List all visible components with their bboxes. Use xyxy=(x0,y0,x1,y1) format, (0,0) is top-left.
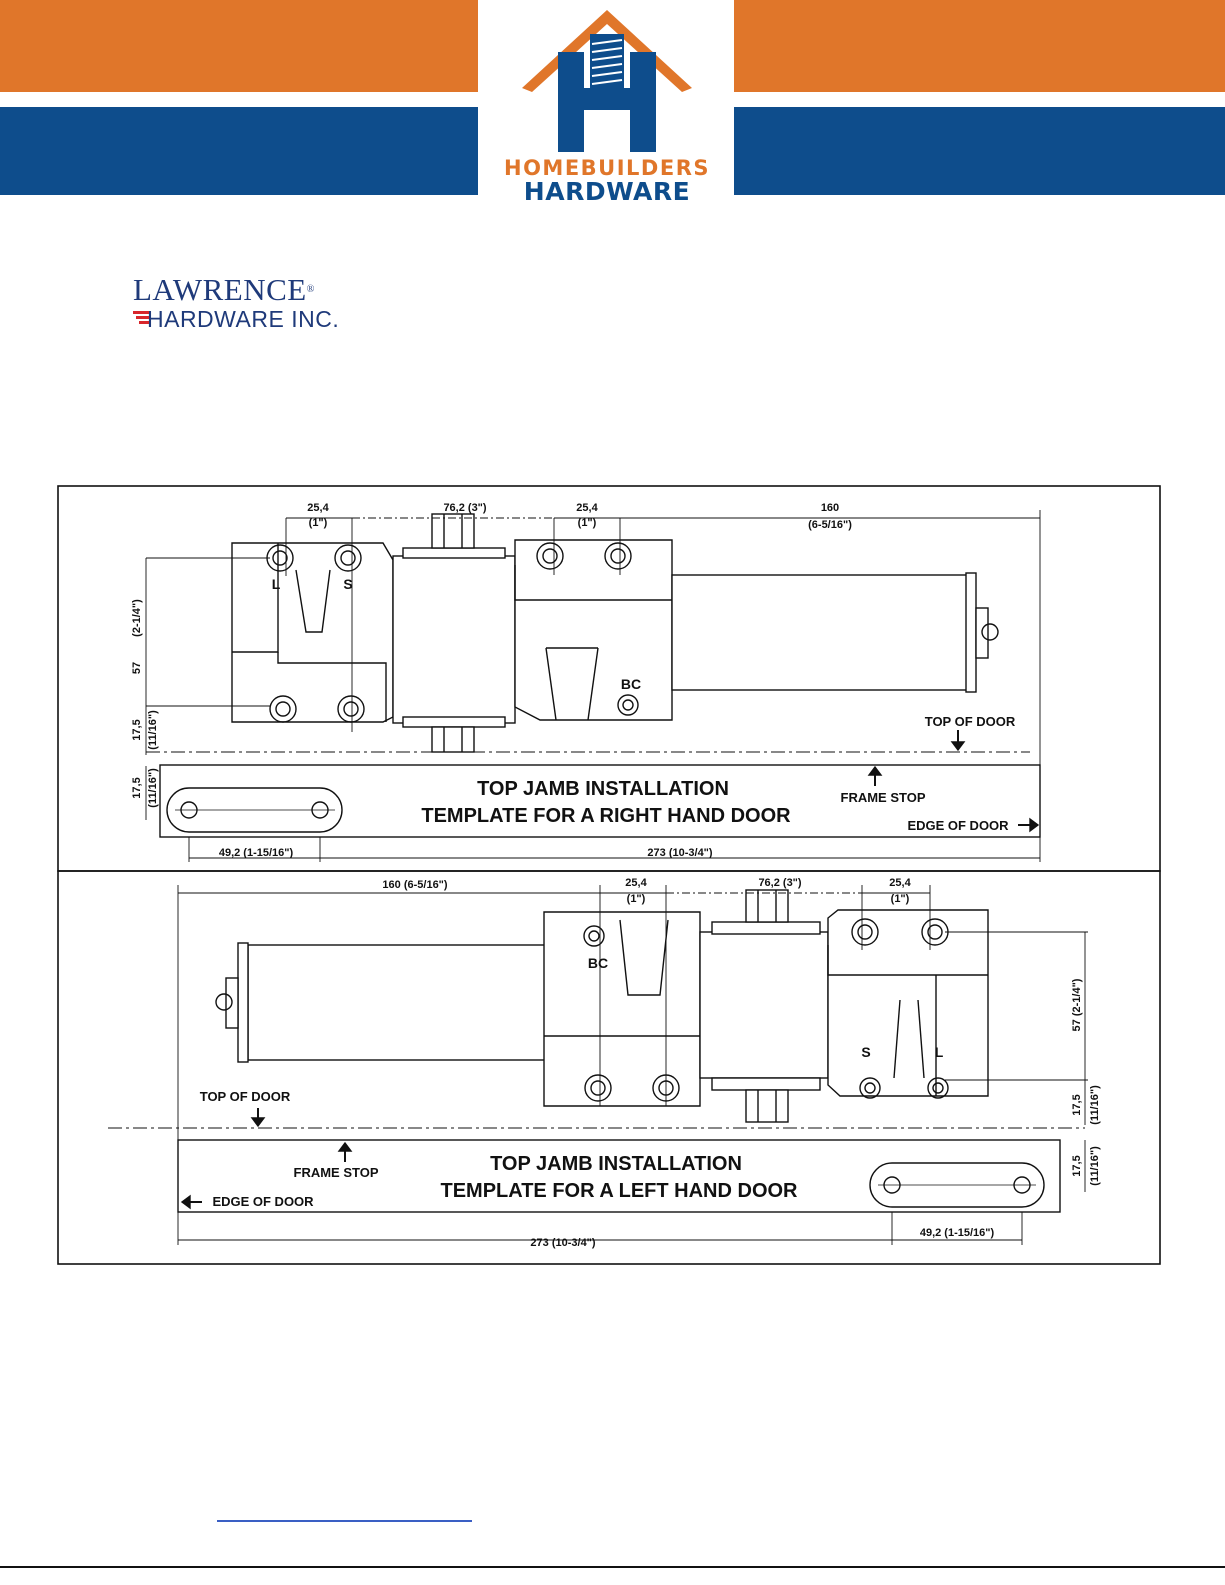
footer-divider xyxy=(0,1566,1225,1568)
homebuilders-logo[interactable]: HOMEBUILDERS HARDWARE xyxy=(480,0,734,206)
lh-dim-25-4-a: 25,4 xyxy=(625,877,647,889)
rh-edge-of-door: EDGE OF DOOR xyxy=(907,818,1009,833)
rh-title-line1: TOP JAMB INSTALLATION xyxy=(477,778,729,800)
lh-label-S: S xyxy=(861,1044,870,1060)
lh-dim-1in-a: (1") xyxy=(627,893,646,905)
rh-dim-160: 160 xyxy=(821,502,839,514)
header-blue-band-right xyxy=(734,107,1225,195)
house-logo-icon xyxy=(522,10,692,152)
header-orange-band-right xyxy=(734,0,1225,92)
rh-dim-1in-a: (1") xyxy=(309,517,328,529)
footer-link-underline[interactable] xyxy=(217,1520,472,1522)
rh-dim-273: 273 (10-3/4") xyxy=(647,847,712,859)
lh-title-line2: TEMPLATE FOR A LEFT HAND DOOR xyxy=(440,1180,798,1202)
brand-line1: HOMEBUILDERS xyxy=(504,156,710,180)
lh-frame-stop: FRAME STOP xyxy=(294,1165,379,1180)
lh-dim-1in-b: (1") xyxy=(891,893,910,905)
rh-dim-76-2: 76,2 (3") xyxy=(443,502,486,514)
manufacturer-name: LAWRENCE xyxy=(133,272,307,307)
brand-line2: HARDWARE xyxy=(523,177,691,206)
left-closer-body xyxy=(108,885,1088,1245)
header-orange-band-left xyxy=(0,0,478,92)
rh-title-line2: TEMPLATE FOR A RIGHT HAND DOOR xyxy=(421,805,791,827)
lh-dim-11-16-b: (11/16") xyxy=(1089,1146,1101,1186)
lh-dim-160: 160 (6-5/16") xyxy=(382,879,447,891)
left-template-frame xyxy=(57,870,1161,1265)
rh-dim-11-16-b: (11/16") xyxy=(147,768,159,808)
rh-dim-6-5-16: (6-5/16") xyxy=(808,519,852,531)
header-blue-band-left xyxy=(0,107,478,195)
lh-dim-17-5-a: 17,5 xyxy=(1071,1094,1083,1115)
rh-dim-49-2: 49,2 (1-15/16") xyxy=(219,847,294,859)
lh-label-BC: BC xyxy=(588,955,608,971)
rh-dim-57: 57 xyxy=(131,662,143,674)
rh-dim-25-4-a: 25,4 xyxy=(307,502,329,514)
right-closer-body xyxy=(145,510,1041,862)
lh-dim-49-2: 49,2 (1-15/16") xyxy=(920,1227,995,1239)
rh-dim-2-1-4: (2-1/4") xyxy=(131,599,143,637)
rh-top-of-door: TOP OF DOOR xyxy=(925,714,1016,729)
lh-dim-11-16-a: (11/16") xyxy=(1089,1085,1101,1125)
lh-top-of-door: TOP OF DOOR xyxy=(200,1089,291,1104)
registered-mark: ® xyxy=(306,284,315,295)
rh-label-L: L xyxy=(272,576,281,592)
lawrence-logo: LAWRENCE® HARDWARE INC. xyxy=(133,274,339,332)
rh-label-S: S xyxy=(343,576,352,592)
lh-title-line1: TOP JAMB INSTALLATION xyxy=(490,1153,742,1175)
lawrence-stripes-icon xyxy=(133,311,149,324)
lh-dim-25-4-b: 25,4 xyxy=(889,877,911,889)
lh-edge-of-door: EDGE OF DOOR xyxy=(212,1194,314,1209)
lh-dim-17-5-b: 17,5 xyxy=(1071,1155,1083,1176)
rh-dim-25-4-b: 25,4 xyxy=(576,502,598,514)
lh-dim-273: 273 (10-3/4") xyxy=(530,1237,595,1249)
rh-label-BC: BC xyxy=(621,676,641,692)
rh-dim-1in-b: (1") xyxy=(578,517,597,529)
lh-label-L: L xyxy=(935,1044,944,1060)
rh-frame-stop: FRAME STOP xyxy=(841,790,926,805)
manufacturer-subname: HARDWARE INC. xyxy=(147,306,340,332)
rh-dim-11-16-a: (11/16") xyxy=(147,710,159,750)
rh-dim-17-5-b: 17,5 xyxy=(131,777,143,798)
lh-dim-57: 57 (2-1/4") xyxy=(1071,978,1083,1031)
rh-dim-17-5-a: 17,5 xyxy=(131,719,143,740)
lh-dim-76-2: 76,2 (3") xyxy=(758,877,801,889)
